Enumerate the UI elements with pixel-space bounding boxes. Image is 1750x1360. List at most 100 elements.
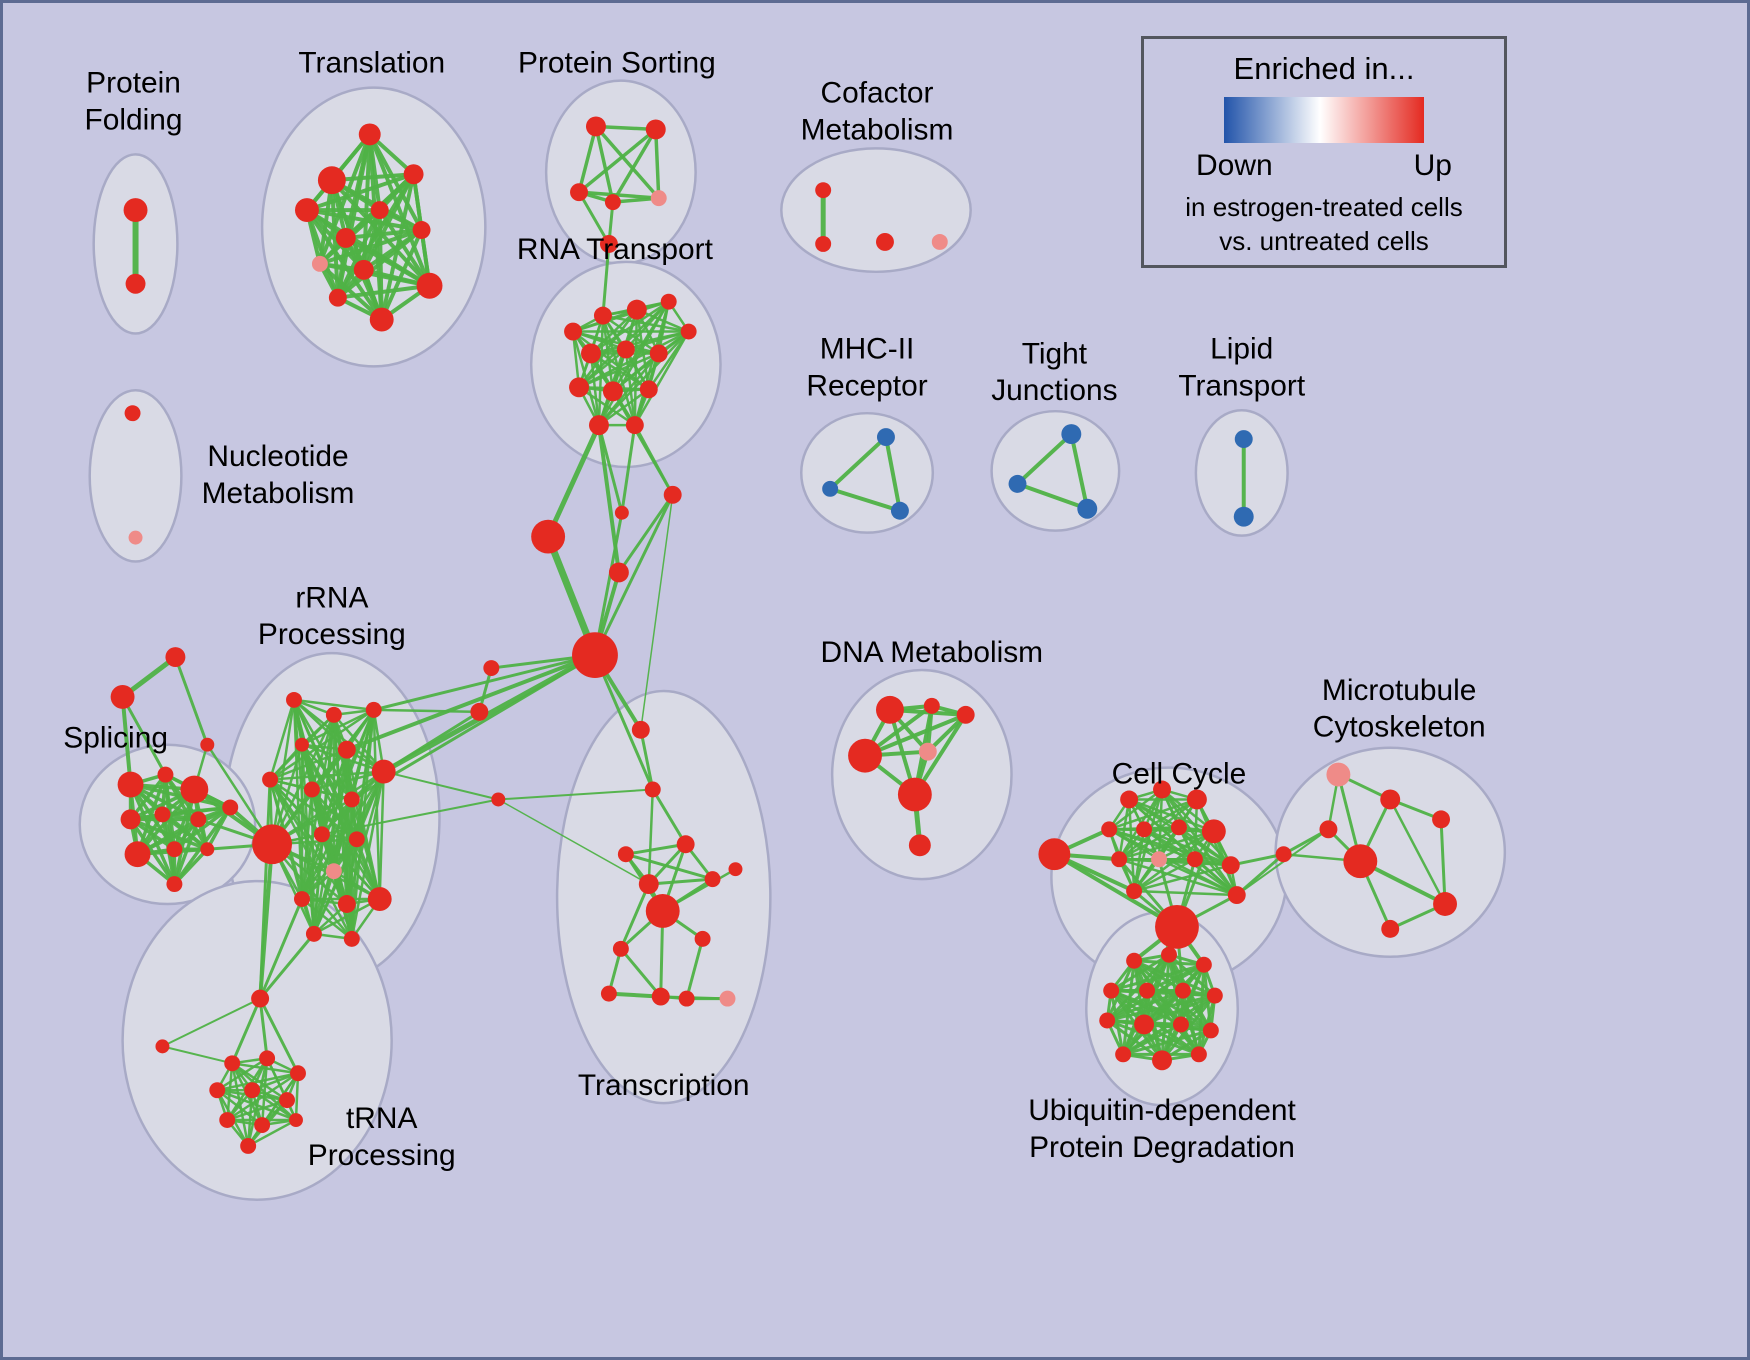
network-node-m1 [1326, 762, 1351, 787]
network-node-mh2 [822, 480, 839, 497]
network-edge [1105, 953, 1171, 1022]
network-edge [617, 493, 675, 574]
network-node-r5 [337, 740, 356, 759]
network-node-tx1 [631, 720, 650, 739]
network-node-t2 [317, 166, 346, 195]
network-node-r12 [348, 831, 365, 848]
network-edge [382, 770, 500, 801]
network-node-m5 [1343, 844, 1378, 879]
network-edge [172, 847, 210, 886]
network-edge [1235, 828, 1330, 897]
network-node-b4 [608, 562, 629, 583]
network-edge [1069, 432, 1090, 511]
legend-box: Enriched in... Down Up in estrogen-treat… [1141, 36, 1507, 268]
network-node-ps1 [585, 116, 606, 137]
network-edge [577, 190, 661, 200]
network-edge [1015, 481, 1090, 511]
network-edge [258, 778, 272, 1001]
network-node-b1 [531, 519, 566, 554]
network-edge [685, 937, 705, 1001]
network-node-s6 [190, 811, 207, 828]
cluster-ellipse-tight-junctions [990, 409, 1121, 532]
network-edge [624, 842, 688, 856]
network-edge [250, 1072, 300, 1092]
network-node-cf3 [875, 232, 894, 251]
network-node-r11 [313, 826, 330, 843]
network-edge [312, 838, 359, 936]
network-node-c6 [1136, 821, 1153, 838]
network-edge [343, 235, 432, 288]
network-edge [300, 743, 385, 773]
network-edge [654, 127, 661, 200]
network-node-t4 [294, 198, 319, 223]
network-edge [335, 228, 424, 300]
network-node-ps5 [650, 190, 667, 207]
network-edge [1439, 817, 1447, 906]
network-edge [577, 127, 658, 194]
network-node-u9 [1134, 1014, 1155, 1035]
network-node-u5 [1139, 982, 1156, 999]
network-node-tn11 [289, 1113, 303, 1128]
network-node-s9 [166, 841, 183, 858]
network-node-s7 [222, 799, 239, 816]
network-edge [545, 422, 602, 540]
network-edge [120, 694, 133, 787]
network-edge [304, 172, 416, 213]
network-node-ps3 [570, 183, 588, 202]
network-node-rt11 [639, 380, 658, 399]
network-node-c9 [1111, 851, 1128, 868]
network-edge [1157, 857, 1239, 897]
network-edge [304, 208, 384, 322]
network-node-tx10 [694, 930, 711, 947]
network-node-d3 [956, 705, 975, 724]
network-node-b6 [470, 702, 489, 721]
network-node-rt1 [564, 322, 583, 341]
network-edge [1117, 830, 1216, 861]
network-node-r17 [305, 925, 322, 942]
network-node-c8 [1201, 819, 1226, 844]
network-edge [1107, 798, 1199, 831]
network-edge [258, 932, 316, 1001]
network-edge [310, 770, 385, 791]
network-edge [268, 770, 385, 781]
network-node-tx4 [617, 846, 634, 863]
network-edge [216, 1057, 269, 1092]
network-node-m0 [1275, 846, 1292, 863]
network-node-s5 [154, 806, 171, 823]
network-edge [1117, 857, 1239, 897]
network-node-c7 [1170, 819, 1187, 836]
network-node-u14 [1190, 1046, 1207, 1063]
network-node-s1 [117, 771, 144, 798]
network-node-rt7 [616, 340, 635, 359]
network-edge [633, 330, 690, 427]
network-edge [216, 1072, 300, 1092]
network-node-d4 [848, 738, 882, 773]
network-edge [619, 882, 651, 951]
network-node-d7 [908, 834, 931, 857]
legend-caption-line1: in estrogen-treated cells [1185, 192, 1463, 222]
network-node-s10 [200, 842, 215, 857]
network-node-m3 [1319, 820, 1338, 839]
network-node-r3 [365, 701, 382, 718]
network-node-t12 [369, 307, 394, 332]
network-node-rt12 [588, 415, 609, 436]
network-node-tn7 [244, 1082, 261, 1099]
network-edge [593, 653, 655, 792]
network-node-tn9 [219, 1112, 236, 1129]
network-node-u3 [1195, 956, 1212, 973]
network-edge [883, 435, 902, 513]
network-node-u4 [1103, 982, 1120, 999]
network-edge [640, 494, 674, 731]
network-node-r10 [252, 824, 293, 865]
network-node-t10 [416, 272, 443, 299]
network-edge [647, 877, 715, 886]
network-node-rt5 [680, 323, 697, 340]
network-edge [335, 208, 382, 300]
network-edge [372, 708, 481, 714]
network-edge [577, 352, 660, 389]
network-edge [173, 655, 209, 747]
